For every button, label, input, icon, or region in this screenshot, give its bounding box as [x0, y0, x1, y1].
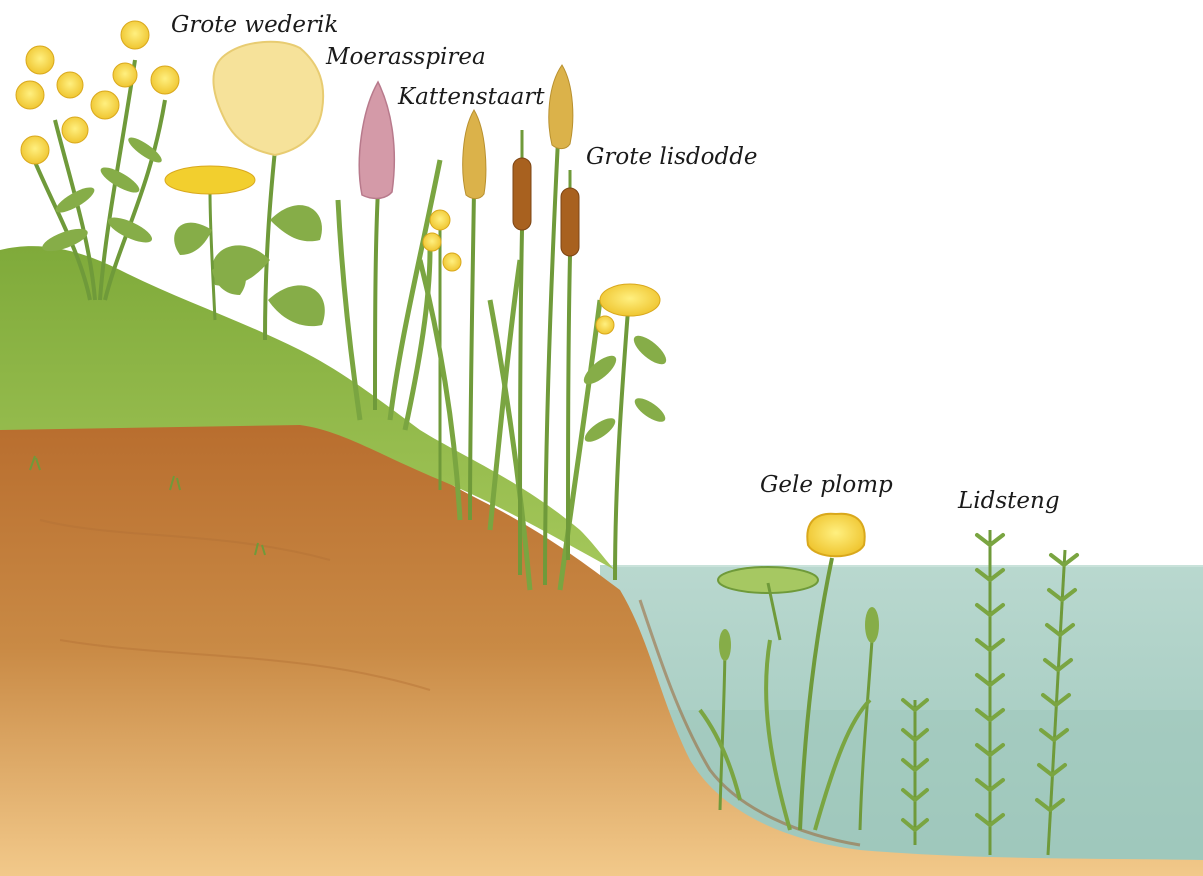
label-lidsteng: Lidsteng — [958, 488, 1060, 514]
label-grote-wederik: Grote wederik — [171, 12, 338, 38]
label-moerasspirea: Moerasspirea — [326, 44, 486, 70]
label-grote-lisdodde: Grote lisdodde — [586, 144, 758, 170]
plant-moerasspirea — [165, 42, 325, 340]
plant-kattenstaart — [338, 82, 440, 430]
label-kattenstaart: Kattenstaart — [398, 84, 545, 110]
plant-yellow-flower-bank — [580, 284, 671, 580]
label-gele-plomp: Gele plomp — [760, 472, 893, 498]
